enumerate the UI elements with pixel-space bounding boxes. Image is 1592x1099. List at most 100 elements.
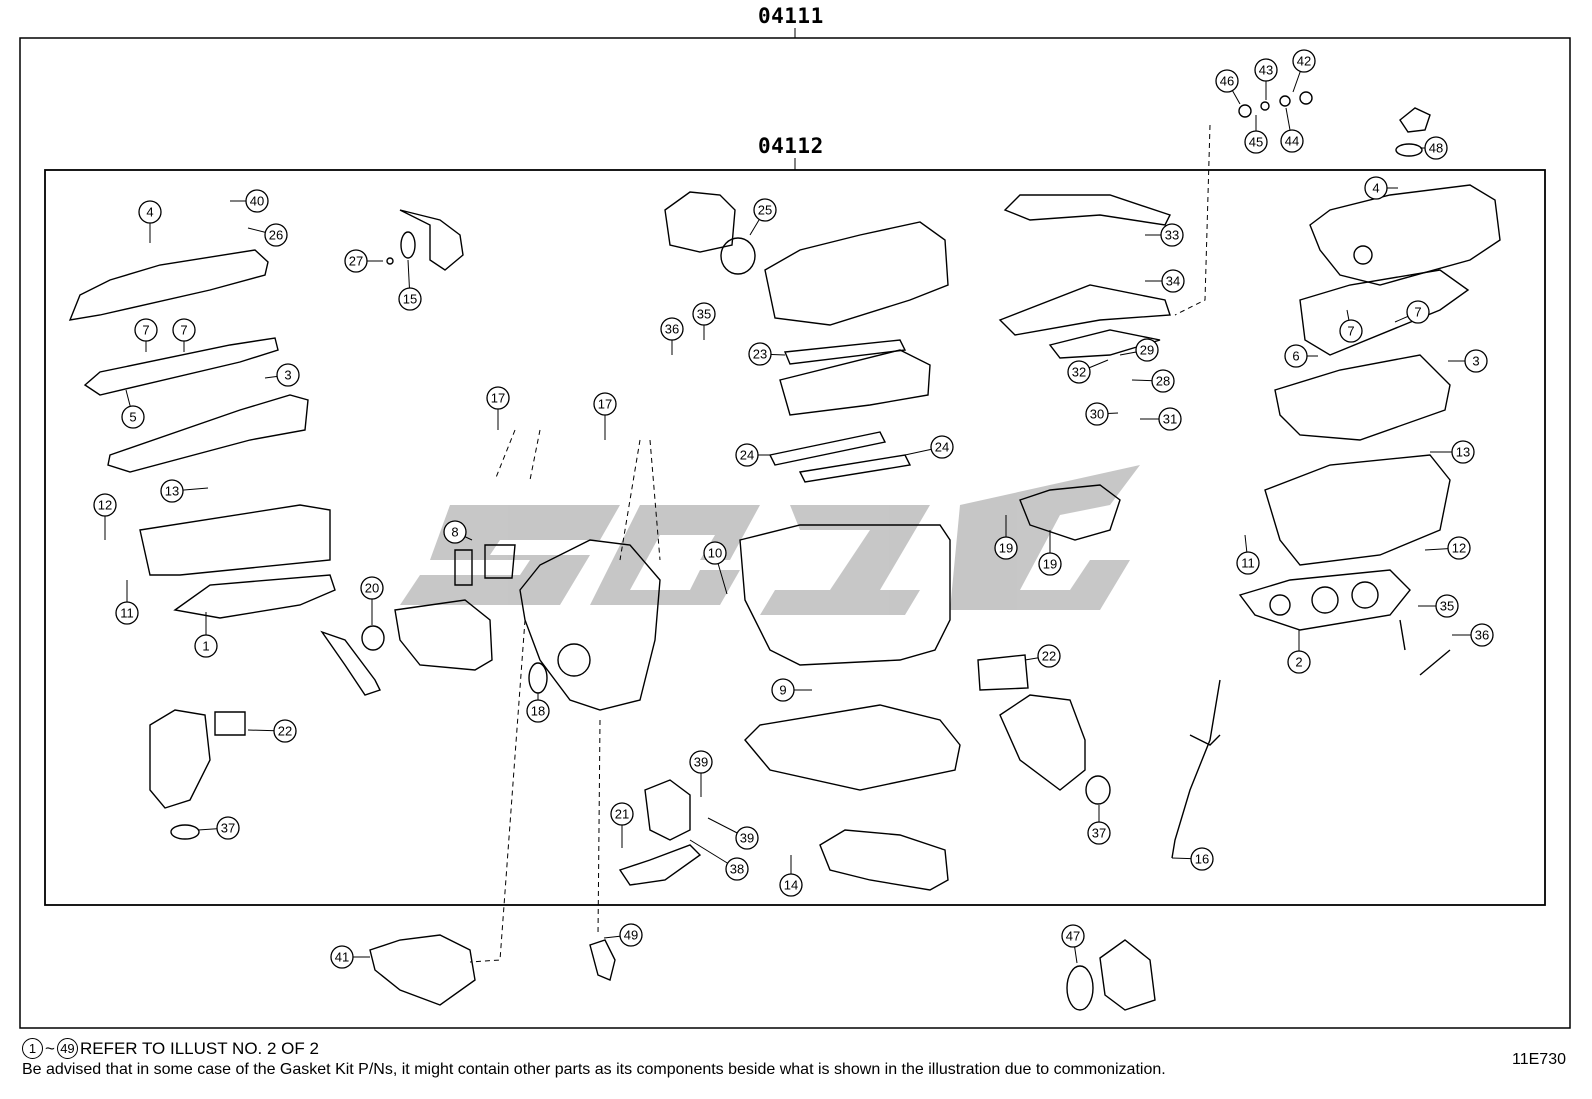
callout-number: 8 [451, 525, 458, 540]
callout-4: 4 [138, 200, 162, 243]
ref-tilde: ~ [45, 1038, 55, 1058]
callout-20: 20 [360, 576, 384, 625]
callout-36: 36 [1452, 623, 1494, 647]
callout-35: 35 [692, 302, 716, 340]
callout-number: 36 [1475, 628, 1489, 643]
left-cover-gasket [83, 337, 279, 396]
callout-49: 49 [603, 923, 643, 947]
callout-number: 5 [129, 410, 136, 425]
callout-24: 24 [904, 435, 954, 459]
callout-30: 30 [1085, 402, 1119, 426]
callout-39: 39 [689, 750, 713, 797]
callout-number: 7 [142, 323, 149, 338]
callout-number: 4 [146, 205, 153, 220]
water-inlet-pipe [320, 630, 381, 696]
callout-number: 31 [1163, 412, 1177, 427]
callout-number: 13 [1456, 445, 1470, 460]
cylinder-block [739, 524, 951, 666]
callout-number: 9 [779, 683, 786, 698]
left-camshaft-housing [107, 394, 309, 473]
callout-26: 26 [247, 223, 288, 247]
callout-number: 20 [365, 581, 379, 596]
callout-number: 39 [740, 831, 754, 846]
callout-7: 7 [1339, 309, 1363, 343]
right-manifold-gasket [977, 654, 1029, 691]
ref-start-number: 1 [22, 1038, 43, 1059]
callout-number: 13 [165, 484, 179, 499]
left-head-gasket [173, 574, 336, 619]
callout-16: 16 [1171, 847, 1214, 871]
callout-number: 3 [1472, 354, 1479, 369]
callout-number: 33 [1165, 228, 1179, 243]
callout-10: 10 [703, 541, 728, 595]
callout-9: 9 [771, 678, 812, 702]
callout-number: 35 [1440, 599, 1454, 614]
callout-29: 29 [1119, 338, 1159, 362]
oil-pan-lower [819, 829, 949, 891]
callout-number: 27 [349, 254, 363, 269]
callout-number: 26 [269, 228, 283, 243]
callout-number: 22 [278, 724, 292, 739]
callout-number: 14 [784, 878, 798, 893]
callout-17: 17 [486, 386, 510, 430]
callout-number: 15 [403, 292, 417, 307]
callout-number: 24 [740, 448, 754, 463]
oil-pump [644, 779, 691, 841]
callout-number: 17 [598, 397, 612, 412]
callout-number: 40 [250, 194, 264, 209]
callout-number: 16 [1195, 852, 1209, 867]
callout-48: 48 [1420, 136, 1448, 160]
callout-35: 35 [1418, 594, 1459, 618]
fuel-delivery-pipe-lower [998, 284, 1171, 336]
callout-22: 22 [1024, 644, 1061, 668]
callout-32: 32 [1067, 359, 1109, 384]
thermostat-housing [399, 209, 464, 271]
callout-13: 13 [160, 479, 209, 503]
callout-number: 35 [697, 307, 711, 322]
callout-number: 38 [730, 862, 744, 877]
callout-47: 47 [1061, 924, 1085, 964]
callout-number: 37 [221, 821, 235, 836]
callout-number: 24 [935, 440, 949, 455]
callout-number: 18 [531, 704, 545, 719]
callout-number: 22 [1042, 649, 1056, 664]
callout-43: 43 [1254, 58, 1278, 100]
callout-number: 11 [1241, 556, 1255, 571]
callout-7: 7 [1394, 300, 1430, 324]
callout-23: 23 [748, 342, 786, 366]
callout-27: 27 [344, 249, 383, 273]
right-cylinder-head [1264, 454, 1451, 566]
callout-18: 18 [526, 693, 550, 723]
callout-19: 19 [994, 515, 1018, 560]
callout-number: 11 [120, 606, 134, 621]
left-manifold-gasket [214, 711, 246, 736]
callout-2: 2 [1287, 630, 1311, 674]
callout-4: 4 [1364, 176, 1398, 200]
illustration-id: 11E730 [1512, 1051, 1566, 1068]
callout-number: 49 [624, 928, 638, 943]
callout-21: 21 [610, 802, 634, 848]
right-exhaust-manifold [999, 694, 1086, 791]
callout-number: 4 [1372, 181, 1379, 196]
callout-number: 37 [1092, 826, 1106, 841]
callout-45: 45 [1244, 115, 1268, 154]
inner-kit-frame [44, 169, 1546, 906]
callout-19: 19 [1038, 530, 1062, 576]
callout-number: 29 [1140, 343, 1154, 358]
callout-number: 7 [1347, 324, 1354, 339]
rear-oil-seal [1066, 965, 1094, 1011]
callout-number: 28 [1156, 374, 1170, 389]
callout-39: 39 [707, 817, 759, 850]
callout-3: 3 [264, 363, 300, 387]
callout-22: 22 [247, 719, 297, 743]
callout-number: 2 [1295, 655, 1302, 670]
gasket-kit-note: Be advised that in some case of the Gask… [22, 1061, 1166, 1078]
intake-manifold-gasket [768, 431, 887, 466]
callout-34: 34 [1145, 269, 1185, 293]
callout-number: 34 [1166, 274, 1180, 289]
callout-13: 13 [1430, 440, 1475, 464]
callout-number: 19 [1043, 557, 1057, 572]
callout-36: 36 [660, 317, 684, 355]
left-exhaust-manifold [149, 709, 211, 809]
